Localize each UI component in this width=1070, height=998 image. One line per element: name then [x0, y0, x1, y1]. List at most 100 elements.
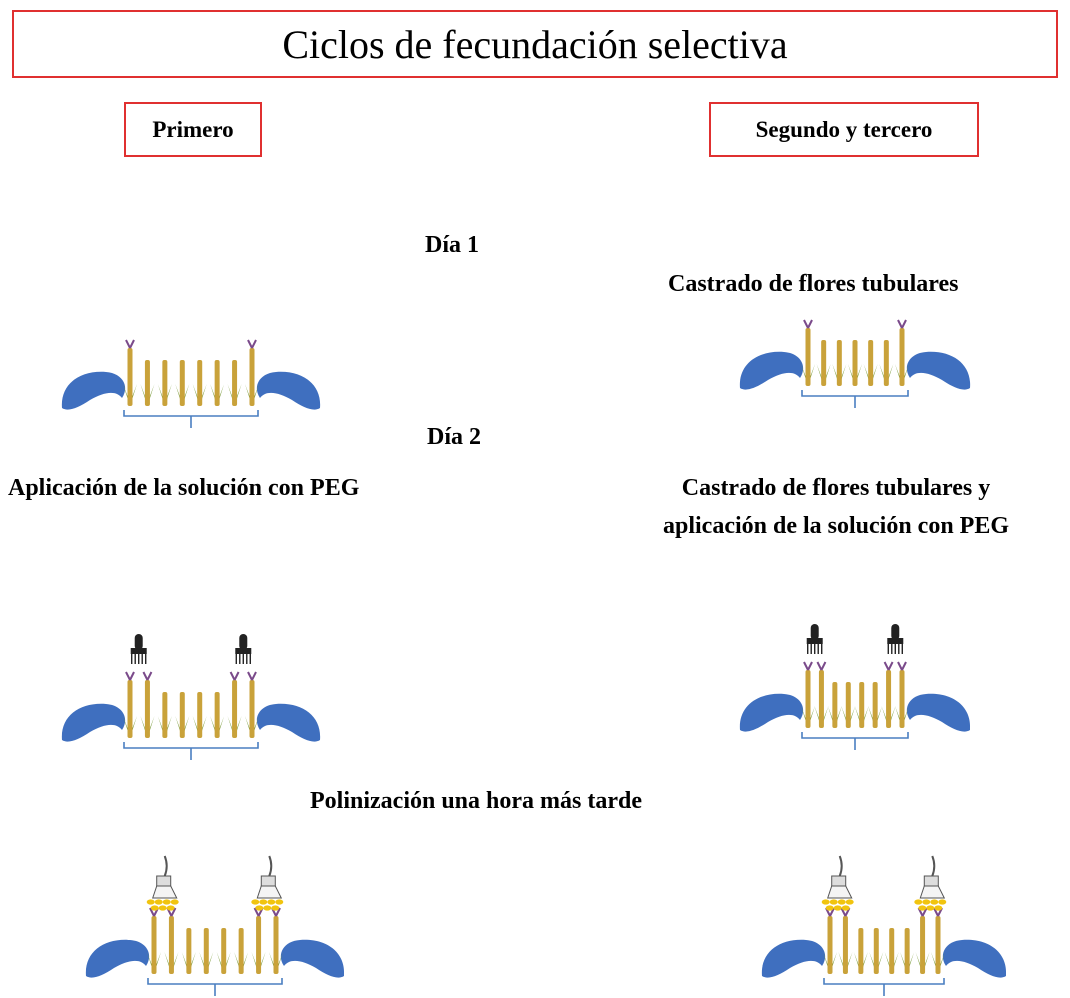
floret-tube	[214, 692, 220, 738]
column-second-label: Segundo y tercero	[755, 116, 933, 142]
stamen	[146, 671, 153, 681]
day2-label: Día 2	[427, 424, 481, 450]
pollen-dot	[255, 905, 264, 911]
pollen-dot	[829, 899, 838, 905]
stamen	[807, 319, 813, 329]
floret-tube	[827, 916, 833, 974]
floret-tube	[845, 682, 851, 728]
floret	[269, 907, 283, 974]
floret-tube	[186, 928, 192, 974]
scene-first-day2-peg	[61, 634, 321, 760]
stamen	[142, 671, 149, 681]
pollen-dot	[166, 905, 175, 911]
stamen	[125, 671, 131, 681]
stamen	[170, 907, 177, 917]
floret	[181, 928, 196, 974]
pollen-dot	[825, 905, 834, 911]
brush-bristles	[827, 885, 853, 899]
pollen-dot	[833, 905, 842, 911]
floret	[164, 907, 179, 974]
floret	[199, 928, 214, 974]
stamen	[901, 319, 907, 329]
pollen-dot	[271, 905, 280, 911]
pollen-dot	[930, 899, 939, 905]
floret	[827, 682, 842, 728]
pollen-dot	[146, 899, 155, 905]
dropper-bulb	[891, 624, 900, 640]
pollen-dot	[170, 899, 179, 905]
floret-tube	[179, 360, 185, 406]
floret	[234, 928, 249, 974]
floret-tube	[162, 360, 168, 406]
brush-bristles	[256, 885, 283, 899]
floret	[895, 319, 909, 386]
peg-dropper-icon	[235, 634, 252, 664]
brush-bristles	[152, 885, 178, 899]
ray-petal-left	[739, 693, 804, 732]
pollen-dot	[922, 899, 931, 905]
ray-petal-left	[761, 939, 826, 978]
pollen-dot	[275, 899, 284, 905]
brush-handle	[268, 855, 273, 877]
ray-petal-left	[85, 939, 150, 978]
brush-ferrule	[923, 875, 939, 887]
floret-tube	[872, 682, 878, 728]
pollen-dot	[841, 905, 850, 911]
ray-petal-right	[256, 703, 321, 742]
floret	[801, 319, 815, 386]
floret-tube	[873, 928, 879, 974]
floret-tube	[818, 670, 824, 728]
floret-tube	[232, 680, 238, 738]
stamen	[887, 661, 894, 671]
stamen	[803, 319, 809, 329]
pollen-dot	[938, 899, 947, 905]
floret-tube	[836, 340, 842, 386]
floret	[869, 928, 884, 974]
stamen	[233, 671, 240, 681]
dropper-bulb	[239, 634, 248, 650]
floret-tube	[203, 928, 209, 974]
floret	[175, 360, 190, 406]
peg-dropper-icon	[806, 624, 823, 654]
floret-tube	[920, 916, 926, 974]
floret-tube	[214, 360, 220, 406]
brush-ferrule	[156, 875, 172, 887]
scene-second-day2-peg	[739, 624, 971, 750]
title-box: Ciclos de fecundación selectiva	[12, 10, 1058, 78]
floret	[814, 661, 829, 728]
stamen	[816, 661, 823, 671]
pollen-dot	[267, 899, 276, 905]
stamen	[125, 339, 131, 349]
floret-tube	[858, 928, 864, 974]
floret	[853, 928, 868, 974]
floret-tube	[886, 670, 892, 728]
floret	[915, 907, 930, 974]
pollen-brush-icon	[914, 855, 947, 911]
floret-tube	[883, 340, 889, 386]
ray-petal-right	[256, 371, 321, 410]
floret	[801, 661, 815, 728]
floret-tube	[162, 692, 168, 738]
ray-petal-right-group	[256, 703, 321, 742]
dropper-collar	[130, 648, 147, 654]
peg-dropper-icon	[887, 624, 904, 654]
stamen	[251, 339, 257, 349]
floret-tube	[832, 682, 838, 728]
floret	[841, 682, 856, 728]
floret-tube	[197, 360, 203, 406]
pollen-dot	[251, 899, 260, 905]
pollen-dot	[934, 905, 943, 911]
stamen	[129, 339, 135, 349]
receptacle-bracket	[823, 978, 945, 996]
pollen-dot	[162, 899, 171, 905]
dropper-bulb	[134, 634, 143, 650]
brush-ferrule	[260, 875, 276, 887]
diagram-title: Ciclos de fecundación selectiva	[282, 21, 788, 67]
floret-tube	[127, 348, 133, 406]
stamen	[275, 907, 281, 917]
day2-second-step-line1: Castrado de flores tubulares y	[681, 475, 991, 501]
stamen	[247, 671, 253, 681]
floret-tube	[144, 680, 150, 738]
brush-ferrule	[831, 875, 847, 887]
day1-second-step: Castrado de flores tubulares	[668, 271, 959, 297]
